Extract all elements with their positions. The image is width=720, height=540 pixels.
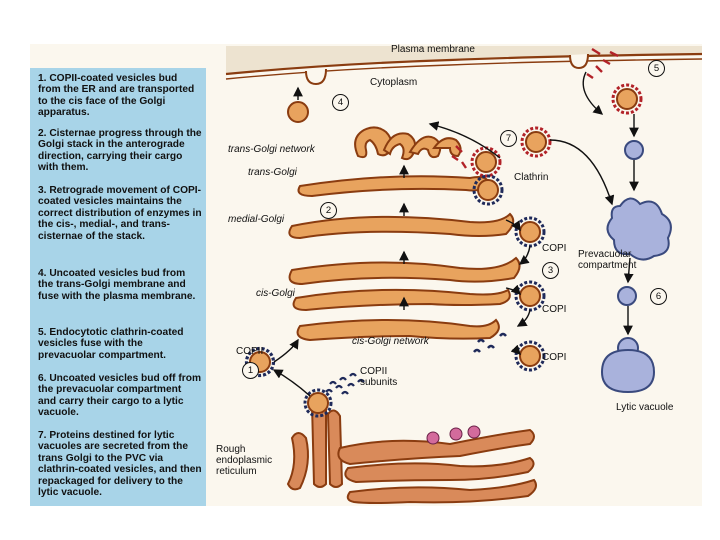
- copi-vesicle-3: [514, 340, 546, 372]
- arrow-copii-to-cgn: [273, 338, 299, 363]
- label-lytic-vacuole: Lytic vacuole: [616, 402, 674, 413]
- step-number-5: 5: [648, 60, 665, 77]
- golgi-diagram: [225, 46, 702, 504]
- step-number-7: 7: [500, 130, 517, 147]
- cis-golgi-cisterna-2: [296, 318, 500, 342]
- medial-golgi-cisterna-1: [288, 212, 515, 240]
- clathrin-vesicle-tgn: [470, 146, 502, 178]
- label-cis-golgi: cis-Golgi: [256, 288, 295, 299]
- step-6-text: 6. Uncoated vesicles bud off from the pr…: [38, 373, 202, 419]
- label-trans-golgi-network: trans-Golgi network: [228, 144, 315, 155]
- arrow-copi-1b: [518, 245, 531, 265]
- prevacuolar-compartment: [606, 197, 672, 261]
- label-trans-golgi: trans-Golgi: [248, 167, 297, 178]
- secretory-vesicle: [287, 101, 309, 123]
- ribosomes: [426, 425, 481, 445]
- step-5-text: 5. Endocytotic clathrin-coated vesicles …: [38, 327, 184, 361]
- label-rough-er: Rough endoplasmic reticulum: [216, 444, 273, 477]
- step-number-3: 3: [542, 262, 559, 279]
- label-plasma-membrane: Plasma membrane: [391, 44, 475, 55]
- step-3-text: 3. Retrograde movement of COPI-coated ve…: [38, 185, 202, 242]
- label-clathrin: Clathrin: [514, 172, 549, 183]
- arrow-er-to-copii: [272, 369, 311, 397]
- arrow-tgn-to-pvc: [549, 139, 615, 206]
- steps-panel: 1. COPII-coated vesicles bud from the ER…: [30, 68, 206, 506]
- pvc-vesicle-bottom: [617, 286, 637, 306]
- medial-golgi-cisterna-2: [288, 256, 521, 286]
- copi-vesicle-1: [514, 216, 546, 248]
- copii-subunits: [325, 372, 365, 395]
- arrow-pvc-to-vesicle: [623, 257, 634, 284]
- label-prevacuolar-compartment: Prevacuolar compartment: [578, 249, 637, 271]
- step-number-1: 1: [242, 362, 259, 379]
- clathrin-vesicle-tg: [472, 174, 504, 206]
- clathrin-fragments-tgn: [451, 145, 467, 169]
- copii-budding-vesicle: [303, 388, 333, 418]
- trans-golgi-network: [354, 126, 462, 161]
- arrow-tgn-curve: [428, 121, 501, 159]
- clathrin-vesicle-right: [520, 126, 552, 158]
- step-1-text: 1. COPII-coated vesicles bud from the ER…: [38, 73, 195, 119]
- cis-golgi-cisterna-1: [292, 288, 511, 312]
- clathrin-fragments: [586, 47, 619, 79]
- arrow-copi-1: [505, 219, 521, 232]
- arrow-plasma-curve: [582, 71, 604, 115]
- label-copi-2: COPI: [542, 304, 567, 315]
- step-4-text: 4. Uncoated vesicles bud from the trans-…: [38, 268, 196, 302]
- lytic-vacuole: [600, 337, 656, 394]
- step-7-text: 7. Proteins destined for lytic vacuoles …: [38, 430, 202, 499]
- step-2-text: 2. Cisternae progress through the Golgi …: [38, 128, 202, 174]
- label-cytoplasm: Cytoplasm: [370, 77, 418, 88]
- exocytosis-pocket: [305, 68, 327, 86]
- label-copi-3: COPI: [542, 352, 567, 363]
- arrow-copi-2: [505, 284, 521, 295]
- clathrin-vesicle-endocytic: [611, 83, 643, 115]
- figure: 1. COPII-coated vesicles bud from the ER…: [30, 44, 702, 506]
- label-medial-golgi: medial-Golgi: [228, 214, 285, 225]
- step-number-2: 2: [320, 202, 337, 219]
- arrow-copi-3: [510, 344, 521, 355]
- copi-vesicle-2: [514, 280, 546, 312]
- plasma-membrane: [226, 46, 702, 74]
- label-copii: COPII: [236, 346, 264, 357]
- pvc-vesicle-top: [624, 140, 644, 160]
- step-number-4: 4: [332, 94, 349, 111]
- label-cis-golgi-network: cis-Golgi network: [352, 336, 429, 347]
- step-number-6: 6: [650, 288, 667, 305]
- trans-golgi-cisterna: [297, 175, 490, 198]
- endocytosis-pocket: [569, 53, 589, 70]
- golgi-cisternae: [288, 175, 521, 342]
- copi-fragments: [473, 332, 507, 353]
- label-copi-1: COPI: [542, 243, 567, 254]
- label-copii-subunits: COPII subunits: [360, 366, 398, 388]
- arrow-copi-2b: [516, 309, 531, 327]
- rough-er: [286, 398, 537, 504]
